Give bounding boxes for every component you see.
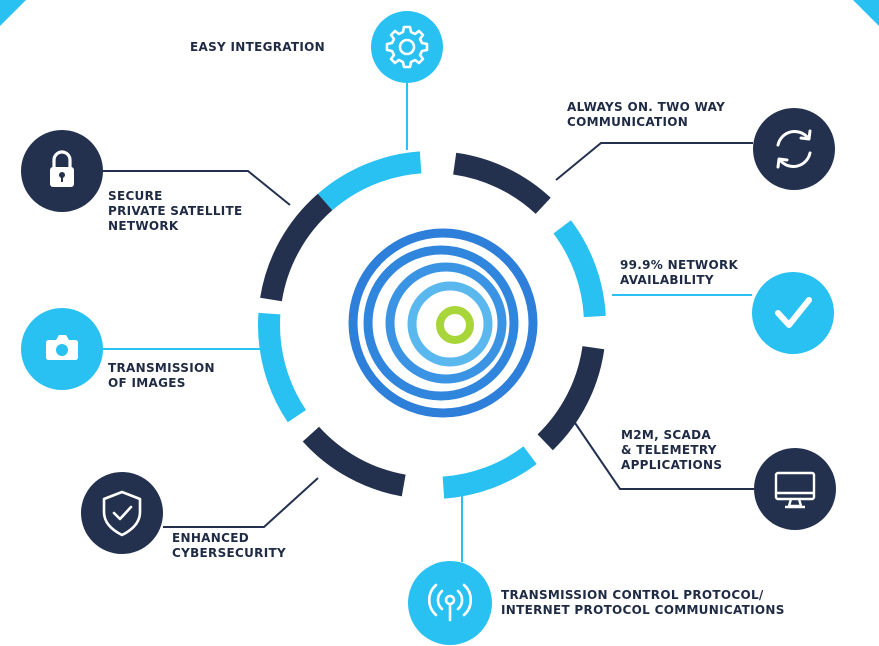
corner-accent-right: [853, 0, 879, 26]
label-line: INTERNET PROTOCOL COMMUNICATIONS: [501, 603, 785, 617]
label-line: AVAILABILITY: [620, 273, 714, 287]
feature-ring: [258, 151, 606, 499]
easy-integration-node: [371, 11, 443, 83]
tcp-ip-communications-node: [408, 561, 492, 645]
monitor-icon: [774, 471, 816, 509]
label-line: 99.9% NETWORK: [620, 258, 739, 272]
core-ring-outer: [348, 228, 538, 418]
center-concentric-rings: [348, 228, 538, 418]
connector-lines: [103, 83, 754, 562]
label-line: ALWAYS ON. TWO WAY: [567, 100, 726, 114]
connector-enhanced-cybersecurity: [163, 477, 319, 528]
ring-segment-secure-private-network: [260, 193, 333, 302]
two-way-communication-badge: [753, 108, 835, 190]
label-m2m-scada-telemetry: M2M, SCADA & TELEMETRY APPLICATIONS: [621, 428, 722, 473]
corner-accent-left: [0, 0, 26, 26]
label-network-availability: 99.9% NETWORK AVAILABILITY: [620, 258, 738, 288]
two-way-communication-node: [753, 108, 835, 190]
ring-segment-network-availability: [553, 220, 606, 318]
core-ring-fourth: [407, 281, 493, 367]
ring-segment-m2m-scada-telemetry: [537, 345, 605, 451]
connector-two-way-communication: [555, 142, 753, 181]
ring-segment-two-way-communication: [452, 152, 551, 215]
label-line: ENHANCED: [172, 531, 249, 545]
label-two-way-communication: ALWAYS ON. TWO WAY COMMUNICATION: [567, 100, 725, 130]
label-line: CYBERSECURITY: [172, 546, 286, 560]
label-transmission-of-images: TRANSMISSION OF IMAGES: [108, 361, 215, 391]
network-availability-badge: [752, 272, 834, 354]
core-ring-second: [363, 245, 519, 401]
gear-icon: [385, 25, 429, 69]
label-line: OF IMAGES: [108, 376, 186, 390]
connector-m2m-scada-telemetry: [572, 419, 754, 490]
label-line: APPLICATIONS: [621, 458, 723, 472]
easy-integration-badge: [371, 11, 443, 83]
connector-secure-private-network: [103, 170, 291, 206]
core-ring-lime: [436, 306, 474, 344]
m2m-scada-telemetry-node: [754, 448, 836, 530]
label-secure-private-network: SECURE PRIVATE SATELLITE NETWORK: [108, 189, 243, 234]
transmission-of-images-node: [21, 308, 103, 390]
ring-segment-tcp-ip-communications: [442, 446, 537, 499]
checkmark-icon: [775, 297, 812, 328]
ring-segment-easy-integration: [317, 151, 422, 211]
label-line: TRANSMISSION CONTROL PROTOCOL/: [501, 588, 764, 602]
enhanced-cybersecurity-node: [81, 472, 163, 554]
label-line: M2M, SCADA: [621, 428, 711, 442]
label-easy-integration: EASY INTEGRATION: [190, 40, 325, 55]
core-ring-third: [385, 262, 507, 384]
sync-arrows-icon: [776, 129, 812, 169]
wireless-antenna-icon: [427, 583, 473, 622]
m2m-scada-telemetry-badge: [754, 448, 836, 530]
shield-check-icon: [102, 490, 142, 537]
label-line: SECURE: [108, 189, 163, 203]
enhanced-cybersecurity-badge: [81, 472, 163, 554]
label-tcp-ip-communications: TRANSMISSION CONTROL PROTOCOL/ INTERNET …: [501, 588, 785, 618]
padlock-icon: [50, 150, 74, 187]
network-availability-node: [752, 272, 834, 354]
label-line: & TELEMETRY: [621, 443, 717, 457]
label-line: PRIVATE SATELLITE: [108, 204, 243, 218]
secure-private-network-node: [21, 130, 103, 212]
corner-accents: [0, 0, 879, 26]
ring-segment-enhanced-cybersecurity: [302, 426, 406, 497]
label-enhanced-cybersecurity: ENHANCED CYBERSECURITY: [172, 531, 286, 561]
ring-segment-transmission-of-images: [258, 312, 307, 423]
label-line: COMMUNICATION: [567, 115, 689, 129]
label-line: TRANSMISSION: [108, 361, 215, 375]
label-line: EASY INTEGRATION: [190, 40, 326, 54]
label-line: NETWORK: [108, 219, 179, 233]
camera-icon: [46, 335, 78, 360]
